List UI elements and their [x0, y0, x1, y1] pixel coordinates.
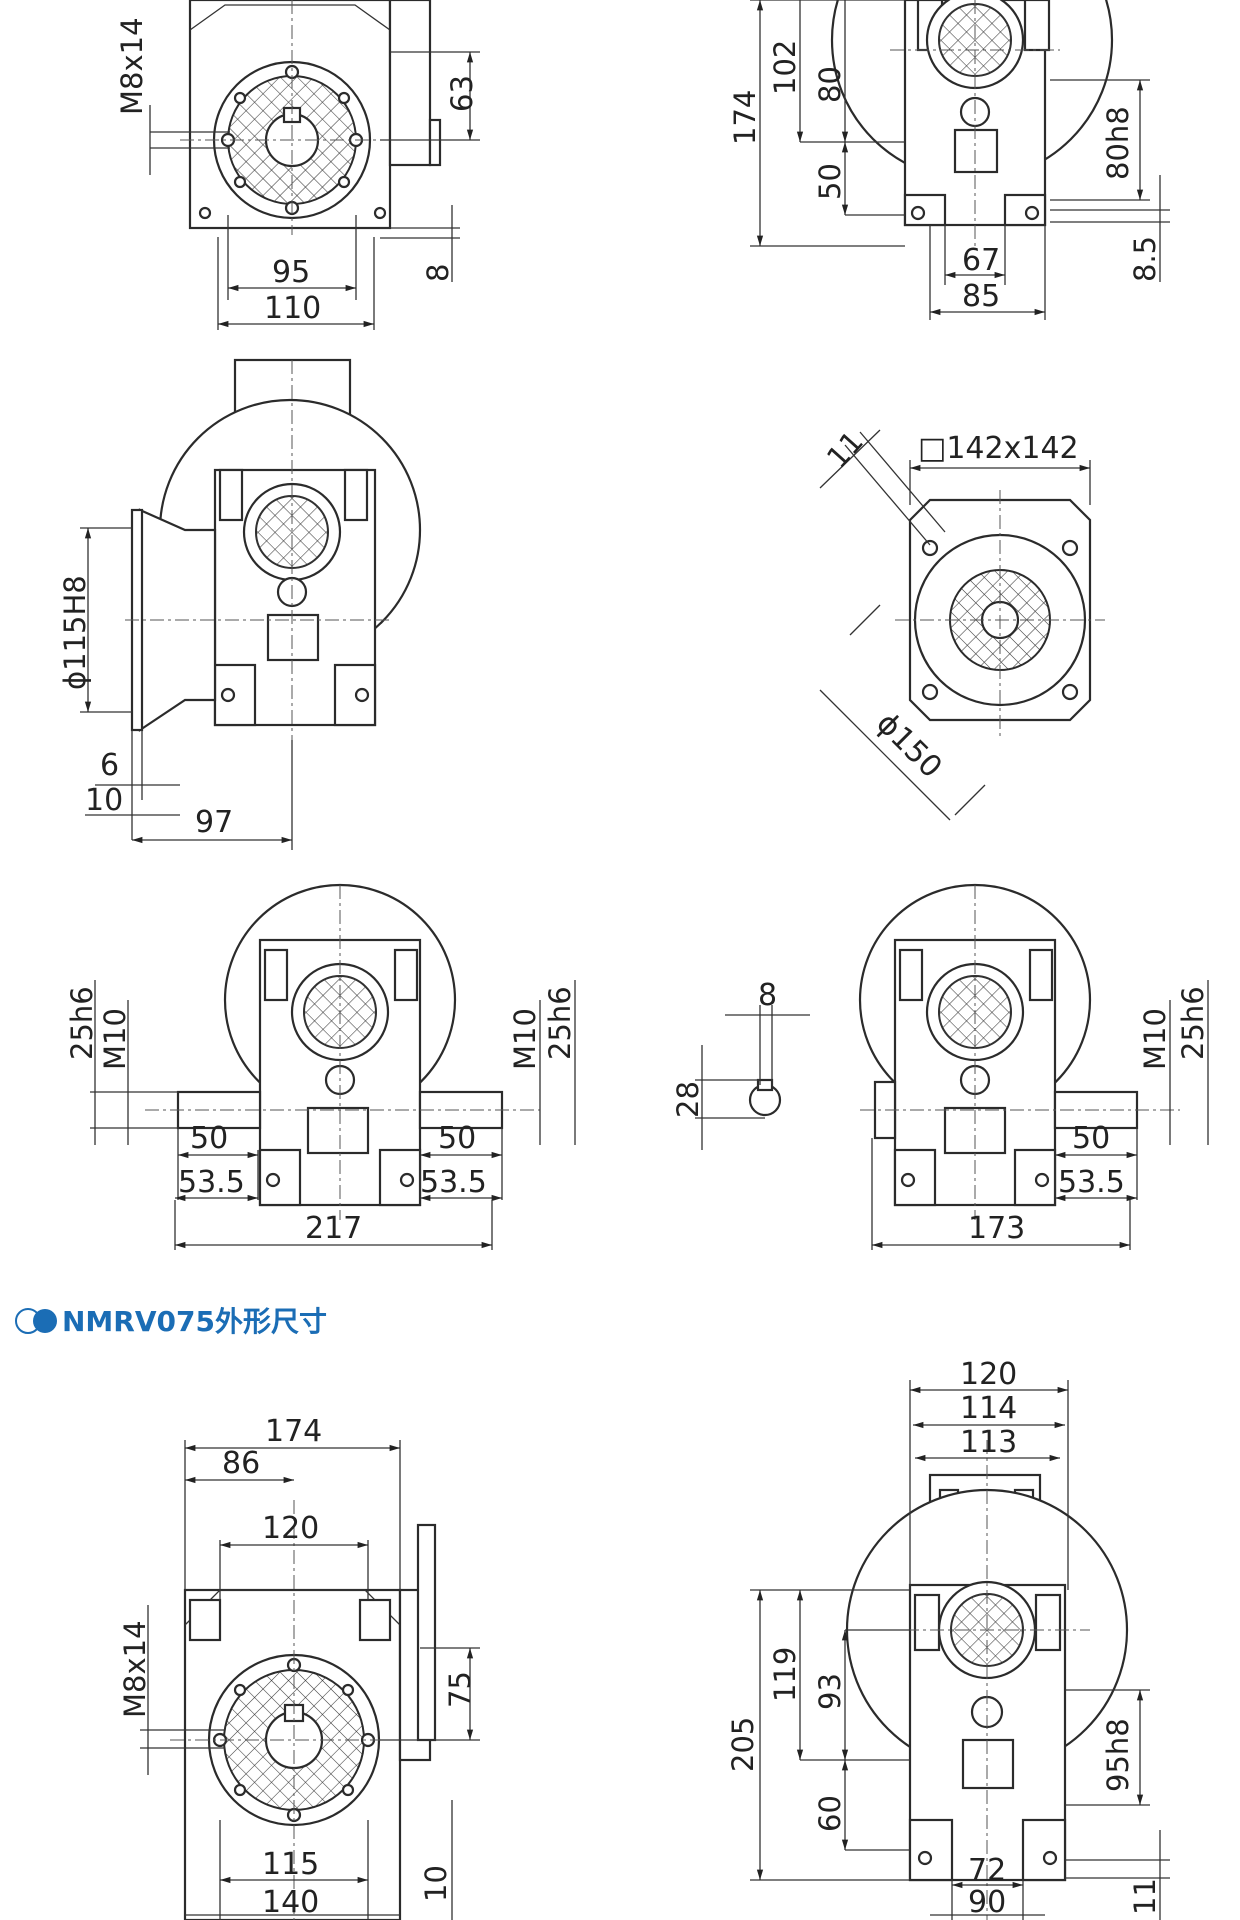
nmrv063-shaft-double-view: 25h6 M10 M10 25h6 50 53.5 50 53.5 217	[65, 883, 577, 1250]
dim-left-total: 53.5	[178, 1165, 245, 1200]
dim-overall: 173	[968, 1211, 1025, 1246]
dim-key-height: 28	[671, 1081, 705, 1118]
dim-right-total: 53.5	[420, 1165, 487, 1200]
dim-inner-width: 115	[262, 1847, 319, 1882]
dim-inner-width: 67	[962, 243, 1000, 278]
nmrv063-key-detail: 8 28	[671, 978, 810, 1150]
nmrv075-front-view: 174 86 120 M8x14 75 10 115 140	[118, 1414, 480, 1920]
dim-overall: 217	[305, 1211, 362, 1246]
dim-total: 53.5	[1058, 1165, 1125, 1200]
dim-total-height: 174	[728, 90, 762, 145]
dim-square: □142x142	[918, 431, 1079, 466]
dim-d1: 6	[100, 748, 119, 783]
nmrv063-flange-face: □142x142 11 ϕ150	[819, 425, 1105, 821]
dim-upper: 119	[768, 1647, 802, 1702]
dim-inner-width: 95	[272, 255, 310, 290]
dim-center: 80	[813, 66, 847, 103]
dim-right-thread: M10	[508, 1008, 542, 1070]
dim-upper: 102	[768, 40, 802, 95]
dim-foot: 8.5	[1128, 236, 1162, 282]
dim-shaft: 25h6	[1176, 986, 1210, 1060]
dim-outer-width: 110	[264, 291, 321, 326]
nmrv063-front-view: M8x14 63 8 95 110	[115, 0, 480, 330]
dim-bolt: M8x14	[115, 17, 149, 115]
dim-thread: M10	[1138, 1008, 1172, 1070]
dim-total-height: 205	[726, 1717, 760, 1772]
dim-length: 97	[195, 805, 233, 840]
dim-left-shaft: 25h6	[65, 986, 99, 1060]
dim-foot: 11	[1128, 1878, 1162, 1915]
dim-flange-bore: ϕ115H8	[58, 575, 92, 690]
dim-right-shaft: 25h6	[543, 986, 577, 1060]
dim-key-width: 8	[758, 978, 777, 1013]
dim-bore: 80h8	[1101, 106, 1135, 180]
dim-d2: 10	[85, 783, 123, 818]
dim-flange: 120	[262, 1511, 319, 1546]
nmrv075-side-view: 120 114 113 205 119 93 60 95h8 11 72 90	[726, 1357, 1170, 1920]
dim-outer-width: 90	[968, 1885, 1006, 1920]
section-header-nmrv075: NMRV075外形尺寸	[15, 1305, 327, 1338]
dim-len: 50	[1072, 1121, 1110, 1156]
section-title: NMRV075外形尺寸	[62, 1305, 327, 1338]
nmrv063-side-view: 174 102 80 50 80h8 8.5 67 85	[728, 0, 1170, 320]
dim-half: 86	[222, 1446, 260, 1481]
nmrv063-shaft-single-view: M10 25h6 50 53.5 173	[858, 883, 1210, 1250]
dim-bolt: M8x14	[118, 1620, 152, 1718]
dim-left-len: 50	[190, 1121, 228, 1156]
dim-overall-top: 174	[265, 1414, 322, 1449]
dim-bottom: 8	[421, 264, 455, 282]
dim-right-len: 50	[438, 1121, 476, 1156]
dim-inner-width: 72	[968, 1853, 1006, 1888]
dim-bottom: 10	[419, 1865, 453, 1902]
dim-height: 75	[443, 1671, 477, 1708]
dim-w3: 113	[960, 1425, 1017, 1460]
nmrv063-flange-view: ϕ115H8 6 10 97	[58, 358, 422, 850]
dim-outer-width: 140	[262, 1885, 319, 1920]
dim-w1: 120	[960, 1357, 1017, 1392]
dim-center: 93	[813, 1673, 847, 1710]
dim-bore: 95h8	[1101, 1718, 1135, 1792]
dim-lower: 60	[813, 1795, 847, 1832]
dim-left-thread: M10	[98, 1008, 132, 1070]
dim-outer-width: 85	[962, 279, 1000, 314]
dim-w2: 114	[960, 1391, 1017, 1426]
dim-lower: 50	[813, 163, 847, 200]
dim-height: 63	[445, 75, 479, 112]
dim-slot: 11	[820, 425, 870, 475]
